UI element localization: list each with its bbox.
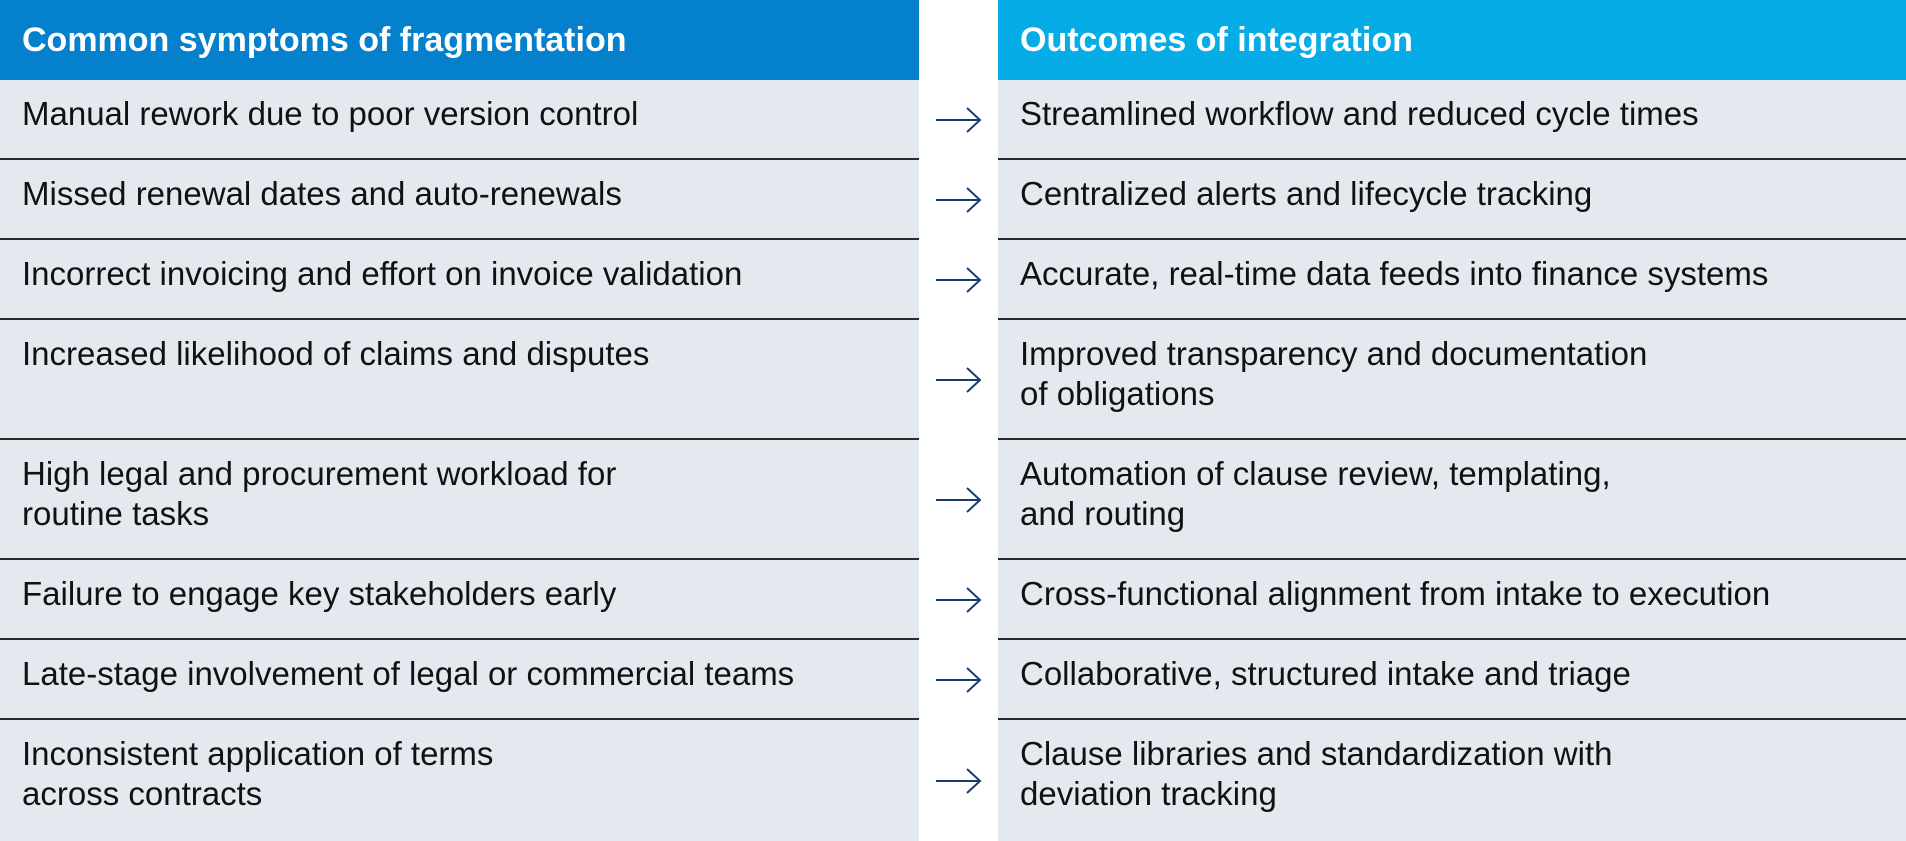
symptom-cell: Inconsistent application of terms across…	[0, 720, 919, 841]
arrow-right-icon	[919, 240, 998, 320]
symptoms-header: Common symptoms of fragmentation	[0, 0, 919, 80]
arrow-right-icon	[919, 320, 998, 440]
arrow-right-icon	[919, 440, 998, 560]
symptom-cell: Failure to engage key stakeholders early	[0, 560, 919, 640]
outcome-cell: Accurate, real-time data feeds into fina…	[998, 240, 1906, 320]
outcome-cell: Centralized alerts and lifecycle trackin…	[998, 160, 1906, 240]
outcome-cell: Automation of clause review, templating,…	[998, 440, 1906, 560]
symptom-cell: High legal and procurement workload for …	[0, 440, 919, 560]
arrow-right-icon	[919, 640, 998, 720]
arrow-right-icon	[919, 160, 998, 240]
outcome-cell: Collaborative, structured intake and tri…	[998, 640, 1906, 720]
outcome-cell: Streamlined workflow and reduced cycle t…	[998, 80, 1906, 160]
outcome-cell: Clause libraries and standardization wit…	[998, 720, 1906, 841]
outcome-cell: Cross-functional alignment from intake t…	[998, 560, 1906, 640]
symptom-cell: Manual rework due to poor version contro…	[0, 80, 919, 160]
symptom-cell: Incorrect invoicing and effort on invoic…	[0, 240, 919, 320]
arrow-right-icon	[919, 80, 998, 160]
symptom-cell: Late-stage involvement of legal or comme…	[0, 640, 919, 720]
arrow-right-icon	[919, 720, 998, 841]
header-spacer	[919, 0, 998, 80]
arrow-right-icon	[919, 560, 998, 640]
outcome-cell: Improved transparency and documentation …	[998, 320, 1906, 440]
symptom-cell: Missed renewal dates and auto-renewals	[0, 160, 919, 240]
symptom-cell: Increased likelihood of claims and dispu…	[0, 320, 919, 440]
outcomes-header: Outcomes of integration	[998, 0, 1906, 80]
